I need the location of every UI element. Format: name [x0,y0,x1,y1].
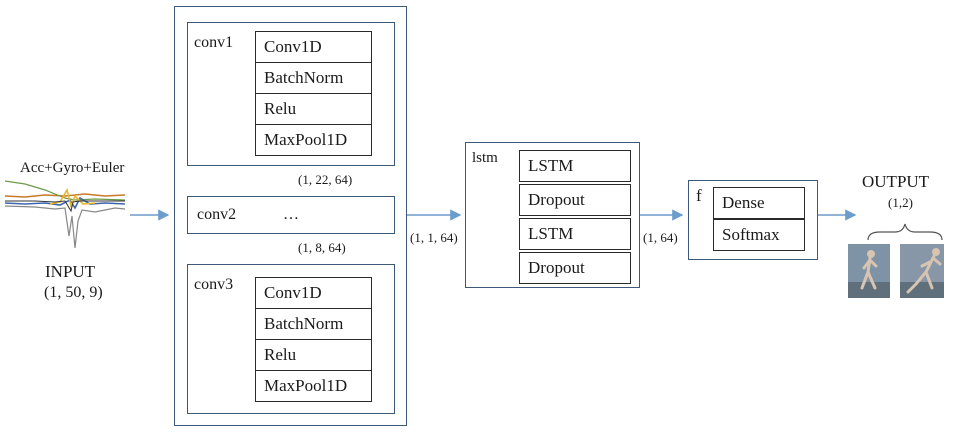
output-shape: (1,2) [888,195,913,210]
lstm-layer-dropout-2: Dropout [519,252,631,284]
output-image-1 [848,244,890,298]
conv3-layer-batchnorm: BatchNorm [255,308,372,340]
conv3-layer-conv1d: Conv1D [255,277,372,309]
conv2-label: conv2 [197,206,237,223]
sensor-signal-plot [5,180,126,249]
lstm-layer-lstm-1: LSTM [519,150,631,182]
signal-label: Acc+Gyro+Euler [20,160,125,176]
signal-dark [5,200,125,213]
lstm-layer-dropout-1: Dropout [519,184,631,216]
conv3-label: conv3 [194,276,234,293]
conv1-layer-maxpool1d: MaxPool1D [255,124,372,156]
input-shape: (1, 50, 9) [44,284,103,301]
output-brace [867,223,943,241]
shape-after-cnn: (1, 1, 64) [410,230,458,245]
conv1-layer-batchnorm: BatchNorm [255,62,372,94]
signal-orange [5,193,126,198]
conv1-layer-relu: Relu [255,93,372,125]
f-layer-softmax: Softmax [713,219,805,251]
conv1-label: conv1 [194,34,234,51]
signal-green [5,180,126,201]
conv1-layer-conv1d: Conv1D [255,31,372,63]
input-title: INPUT [45,262,96,281]
signal-gray [5,205,126,249]
shape-after-conv1: (1, 22, 64) [298,172,353,187]
conv2-ellipsis: … [283,206,299,223]
lstm-layer-lstm-2: LSTM [519,218,631,250]
f-label: f [696,186,702,205]
lstm-label: lstm [472,150,498,166]
output-title: OUTPUT [862,172,930,191]
conv2-block [187,196,395,234]
conv3-layer-maxpool1d: MaxPool1D [255,370,372,402]
shape-after-conv2: (1, 8, 64) [298,240,346,255]
conv3-layer-relu: Relu [255,339,372,371]
shape-after-lstm: (1, 64) [643,230,678,245]
output-image-2 [900,244,944,298]
f-layer-dense: Dense [713,187,805,219]
